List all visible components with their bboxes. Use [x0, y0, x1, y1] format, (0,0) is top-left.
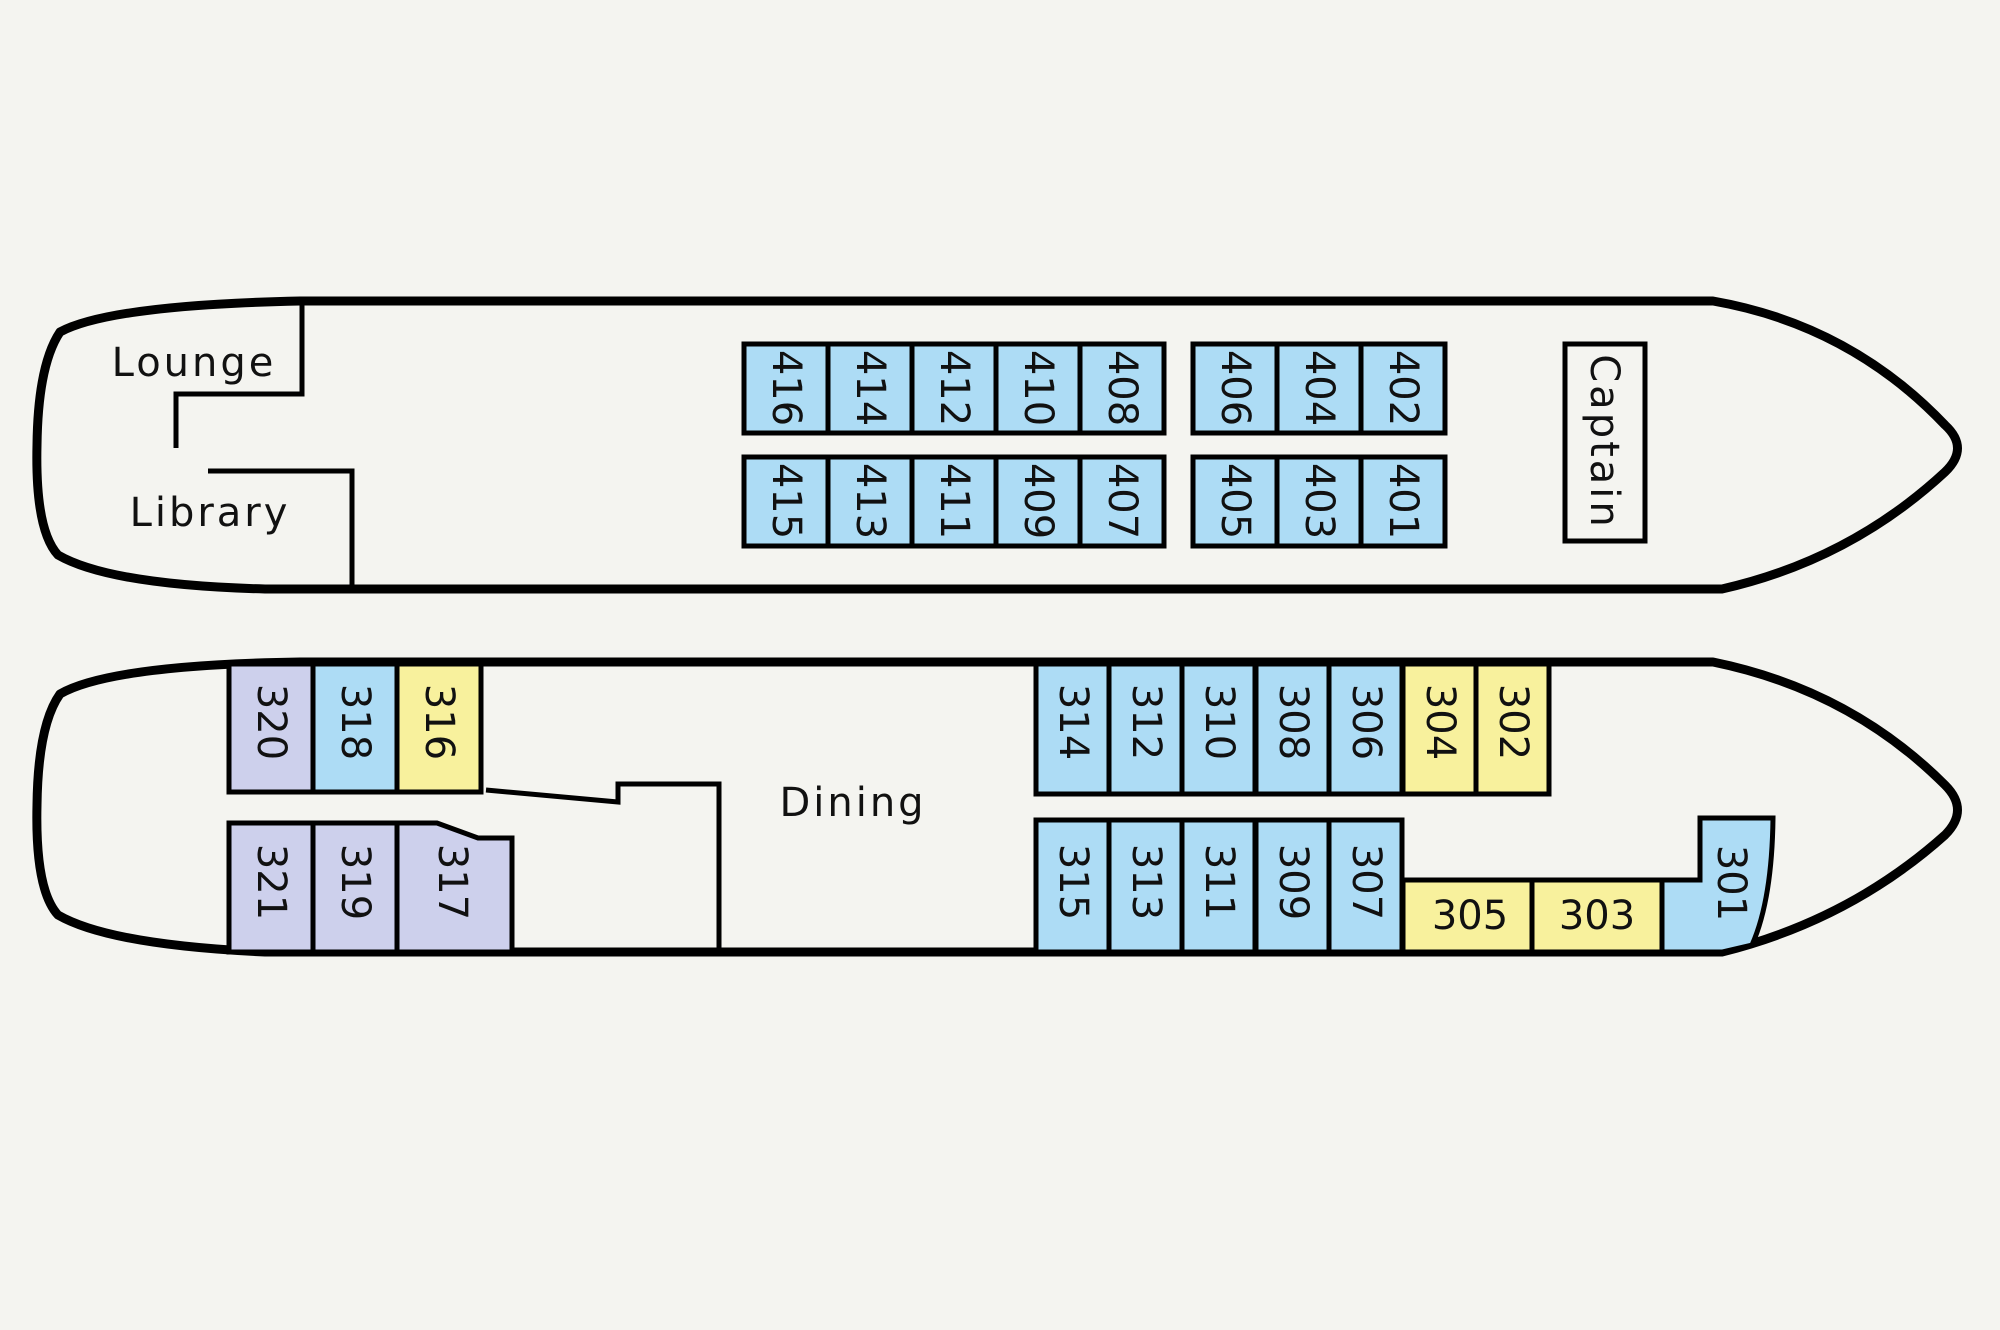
- cabin-number: 409: [1015, 463, 1061, 539]
- cabin-number: 410: [1015, 350, 1061, 426]
- cabin-number: 401: [1380, 463, 1426, 539]
- cabin-number: 313: [1123, 844, 1169, 920]
- cabin-406[interactable]: [1190, 341, 1280, 436]
- cabin-414[interactable]: [825, 341, 915, 436]
- cabin-number: 303: [1559, 893, 1635, 939]
- cabin-number: 306: [1343, 684, 1389, 760]
- lounge-label: Lounge: [112, 340, 277, 386]
- cabin-401[interactable]: [1358, 454, 1448, 549]
- cabin-number: 318: [332, 684, 378, 760]
- cabin-number: 416: [763, 350, 809, 426]
- cabin-302[interactable]: [1473, 661, 1552, 797]
- cabin-number: 411: [931, 463, 977, 539]
- dining-wall: [485, 781, 722, 952]
- cabin-410[interactable]: [993, 341, 1083, 436]
- cabin-319[interactable]: [310, 820, 400, 955]
- cabin-413[interactable]: [825, 454, 915, 549]
- cabin-407[interactable]: [1077, 454, 1167, 549]
- cabin-308[interactable]: [1253, 661, 1332, 797]
- cabin-number: 317: [429, 844, 475, 920]
- cabin-307[interactable]: [1326, 817, 1405, 955]
- cabin-number: 413: [847, 463, 893, 539]
- deck4-cabins: 416 414 412 410 408 406 404 402 415 413 411 409 407 4…: [741, 341, 1448, 549]
- cabin-number: 309: [1270, 844, 1316, 920]
- cabin-number: 314: [1050, 684, 1096, 760]
- cabin-412[interactable]: [909, 341, 999, 436]
- dining-label: Dining: [779, 780, 926, 826]
- lounge-wall: [173, 301, 305, 448]
- cabin-314[interactable]: [1033, 661, 1112, 797]
- cabin-304[interactable]: [1400, 661, 1479, 797]
- cabin-409[interactable]: [993, 454, 1083, 549]
- cabin-number: 316: [416, 684, 462, 760]
- cabin-number: 321: [248, 844, 294, 920]
- cabin-number: 307: [1343, 844, 1389, 920]
- cabin-number: 304: [1417, 684, 1463, 760]
- cabin-321[interactable]: [226, 820, 316, 955]
- cabin-number: 408: [1099, 350, 1145, 426]
- captain-room[interactable]: [1562, 341, 1648, 544]
- cabin-number: 301: [1708, 845, 1754, 921]
- cabin-number: 415: [763, 463, 809, 539]
- cabin-number: 319: [332, 844, 378, 920]
- cabin-number: 310: [1196, 684, 1242, 760]
- cabin-number: 402: [1380, 350, 1426, 426]
- cabin-402[interactable]: [1358, 341, 1448, 436]
- cabin-number: 412: [931, 350, 977, 426]
- cabin-309[interactable]: [1253, 817, 1332, 955]
- cabin-317[interactable]: [394, 820, 515, 955]
- cabin-number: 311: [1196, 844, 1242, 920]
- captain-label: Captain: [1581, 354, 1627, 530]
- cabin-number: 320: [248, 684, 294, 760]
- cabin-number: 404: [1296, 350, 1342, 426]
- cabin-320[interactable]: [226, 661, 316, 795]
- cabin-403[interactable]: [1274, 454, 1364, 549]
- cabin-number: 406: [1212, 350, 1258, 426]
- cabin-number: 305: [1432, 893, 1508, 939]
- deck4-hull: [32, 296, 1962, 594]
- cabin-408[interactable]: [1077, 341, 1167, 436]
- cabin-305[interactable]: [1400, 877, 1535, 955]
- cabin-303[interactable]: [1529, 877, 1665, 955]
- cabin-number: 302: [1490, 684, 1536, 760]
- cabin-405[interactable]: [1190, 454, 1280, 549]
- deck3-cabins: 320 318 316 321 319 317 314 312 310 308 306 304 302 3…: [226, 661, 1776, 955]
- library-wall: [208, 468, 355, 589]
- library-label: Library: [130, 490, 291, 536]
- cabin-number: 407: [1099, 463, 1145, 539]
- cabin-316[interactable]: [394, 661, 484, 795]
- cabin-number: 315: [1050, 844, 1096, 920]
- cabin-number: 403: [1296, 463, 1342, 539]
- cabin-number: 312: [1123, 684, 1169, 760]
- cabin-number: 308: [1270, 684, 1316, 760]
- cabin-number: 414: [847, 350, 893, 426]
- cabin-411[interactable]: [909, 454, 999, 549]
- cabin-number: 405: [1212, 463, 1258, 539]
- cabin-301[interactable]: [1659, 815, 1776, 955]
